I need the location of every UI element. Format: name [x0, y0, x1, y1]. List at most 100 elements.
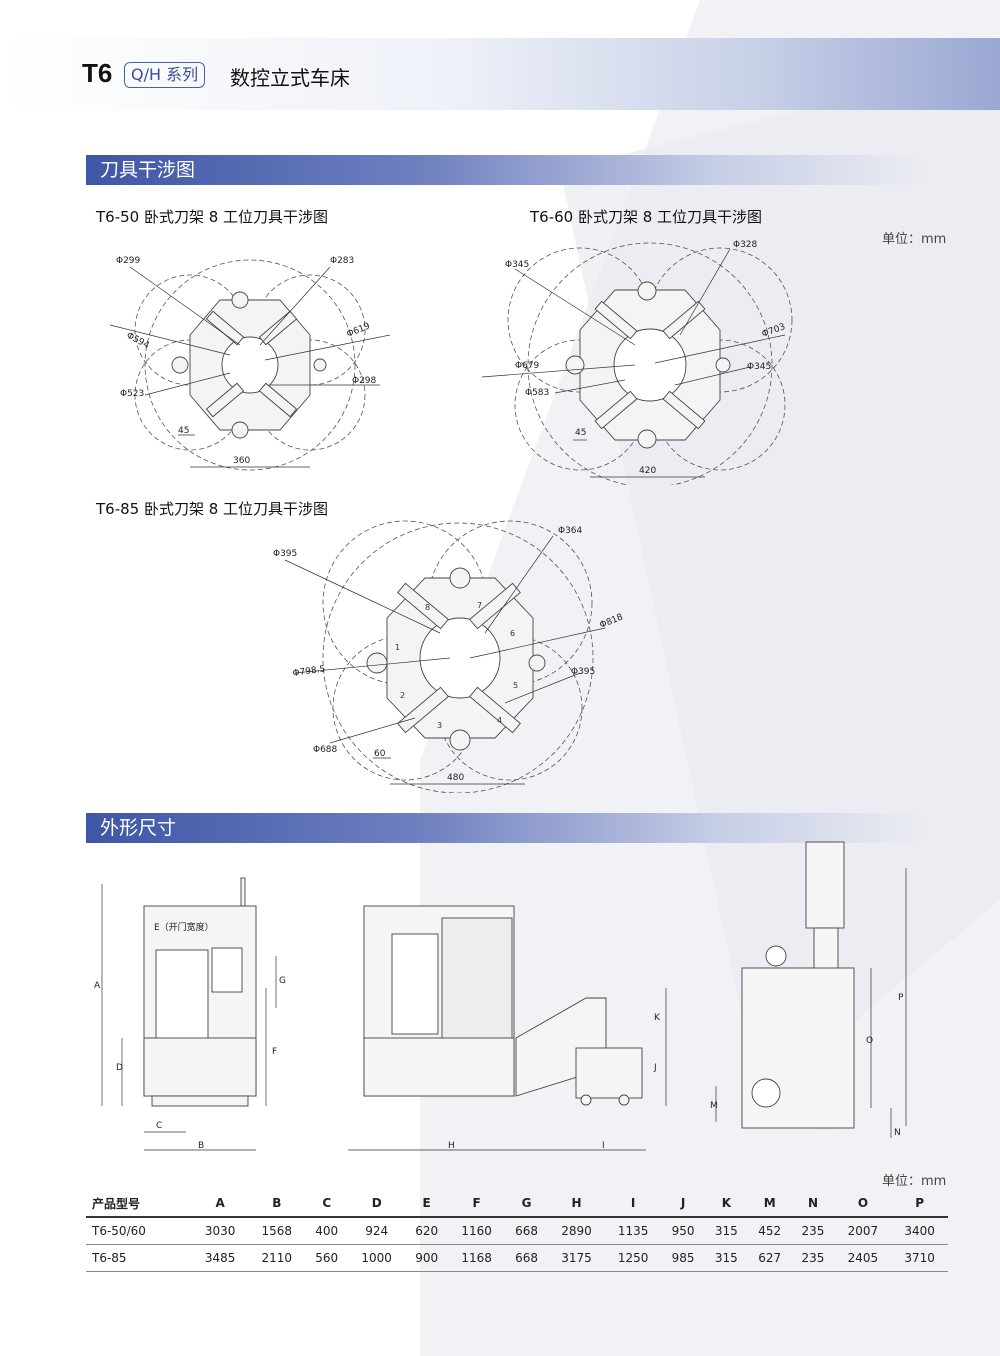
col-header: H	[548, 1190, 605, 1218]
dim-label: Φ583	[525, 388, 549, 398]
dim-label: Φ345	[747, 362, 771, 372]
station-number: 7	[477, 601, 482, 610]
diagram-caption-t6-50: T6-50 卧式刀架 8 工位刀具干涉图	[96, 208, 329, 226]
table-cell: 668	[504, 1217, 549, 1245]
col-header: C	[305, 1190, 349, 1218]
table-cell: 3030	[191, 1217, 249, 1245]
table-cell: 627	[748, 1244, 792, 1272]
section-bar-interference	[86, 155, 926, 185]
diagram-caption-t6-60: T6-60 卧式刀架 8 工位刀具干涉图	[530, 208, 763, 226]
dim-label: 420	[639, 466, 656, 476]
dim-label: Φ395	[273, 549, 297, 559]
table-cell: 1250	[604, 1244, 662, 1272]
table-cell: 3400	[891, 1217, 948, 1245]
dim-letter: A	[94, 981, 101, 991]
dim-label: 45	[575, 428, 586, 438]
col-header: M	[748, 1190, 792, 1218]
header-band	[0, 38, 1000, 110]
dim-letter: C	[156, 1121, 162, 1131]
station-number: 4	[497, 716, 502, 725]
dim-label: Φ299	[116, 256, 141, 266]
table-cell: 620	[404, 1217, 449, 1245]
table-header-row: 产品型号 A B C D E F G H I J K M N O P	[86, 1190, 948, 1218]
dim-label: Φ619	[345, 321, 371, 339]
dim-label: Φ688	[313, 745, 338, 755]
page-title: 数控立式车床	[230, 66, 350, 90]
table-cell: 668	[504, 1244, 549, 1272]
dim-label: Φ345	[505, 260, 529, 270]
interference-diagram-t6-85: Φ364 Φ395 Φ818 Φ798.5 Φ395 Φ688 60 480 1…	[273, 520, 625, 793]
table-cell: 924	[348, 1217, 405, 1245]
dim-label: 360	[233, 456, 250, 466]
table-cell: 400	[305, 1217, 349, 1245]
table-cell: 2007	[834, 1217, 892, 1245]
dim-label: Φ395	[571, 667, 595, 677]
table-cell: 315	[704, 1217, 749, 1245]
dim-label: Φ523	[120, 389, 144, 399]
table-cell: 315	[704, 1244, 749, 1272]
table-cell: 2405	[834, 1244, 892, 1272]
dimension-table: 产品型号 A B C D E F G H I J K M N O P T6-50…	[86, 1190, 948, 1272]
table-cell: 1135	[604, 1217, 662, 1245]
door-width-label: E（开门宽度）	[154, 921, 214, 933]
outline-drawings: E（开门宽度） A B C D F G H I J K M	[94, 841, 907, 1151]
unit-label: 单位：mm	[882, 232, 947, 247]
table-cell: 1168	[448, 1244, 505, 1272]
station-number: 1	[395, 643, 400, 652]
table-cell: 452	[748, 1217, 792, 1245]
col-header: G	[504, 1190, 549, 1218]
interference-diagram-t6-60: Φ328 Φ345 Φ703 Φ679 Φ345 Φ583 45 420	[481, 240, 793, 485]
table-cell: 3485	[191, 1244, 249, 1272]
dim-label: Φ798.5	[292, 664, 326, 678]
dim-letter: F	[272, 1047, 277, 1057]
table-cell: 1160	[448, 1217, 505, 1245]
station-number: 6	[510, 629, 515, 638]
col-header: I	[604, 1190, 662, 1218]
diagram-caption-t6-85: T6-85 卧式刀架 8 工位刀具干涉图	[96, 500, 329, 518]
table-cell: T6-85	[86, 1244, 192, 1272]
col-header: 产品型号	[86, 1190, 192, 1218]
col-header: P	[891, 1190, 948, 1218]
dim-label: Φ679	[515, 361, 540, 371]
dim-letter: B	[198, 1141, 204, 1151]
table-cell: 1000	[348, 1244, 405, 1272]
unit-label-table: 单位：mm	[882, 1174, 947, 1189]
section-title-interference: 刀具干涉图	[100, 159, 196, 181]
interference-diagram-t6-50: Φ299 Φ283 Φ594 Φ619 Φ523 Φ298 45 360	[109, 256, 391, 471]
table-cell: 3175	[548, 1244, 605, 1272]
dim-label: Φ298	[352, 376, 377, 386]
dim-letter: H	[448, 1141, 455, 1151]
table-cell: 1568	[248, 1217, 306, 1245]
col-header: K	[704, 1190, 749, 1218]
dim-letter: G	[279, 976, 286, 986]
dim-label: Φ364	[558, 526, 583, 536]
dim-letter: I	[602, 1141, 605, 1151]
station-number: 3	[437, 721, 442, 730]
dim-letter: P	[898, 993, 904, 1003]
series-badge: Q/H 系列	[124, 62, 206, 88]
col-header: D	[348, 1190, 405, 1218]
table-row: T6-50/60 3030 1568 400 924 620 1160 668 …	[86, 1217, 948, 1245]
dim-letter: J	[653, 1063, 657, 1073]
table-cell: 560	[305, 1244, 349, 1272]
table-cell: 3710	[891, 1244, 948, 1272]
dim-letter: O	[866, 1036, 873, 1046]
table-cell: T6-50/60	[86, 1217, 192, 1245]
col-header: N	[791, 1190, 835, 1218]
dim-letter: K	[654, 1013, 661, 1023]
table-cell: 950	[661, 1217, 705, 1245]
col-header: E	[404, 1190, 449, 1218]
dim-letter: D	[116, 1063, 123, 1073]
dim-letter: N	[894, 1128, 901, 1138]
table-row: T6-85 3485 2110 560 1000 900 1168 668 31…	[86, 1244, 948, 1272]
section-bar-outline	[86, 813, 926, 843]
table-cell: 985	[661, 1244, 705, 1272]
col-header: F	[448, 1190, 505, 1218]
table-cell: 235	[791, 1217, 835, 1245]
station-number: 8	[425, 603, 430, 612]
dim-label: 60	[374, 749, 386, 759]
dim-label: 45	[178, 426, 189, 436]
table-cell: 2890	[548, 1217, 605, 1245]
col-header: O	[834, 1190, 892, 1218]
col-header: J	[661, 1190, 705, 1218]
